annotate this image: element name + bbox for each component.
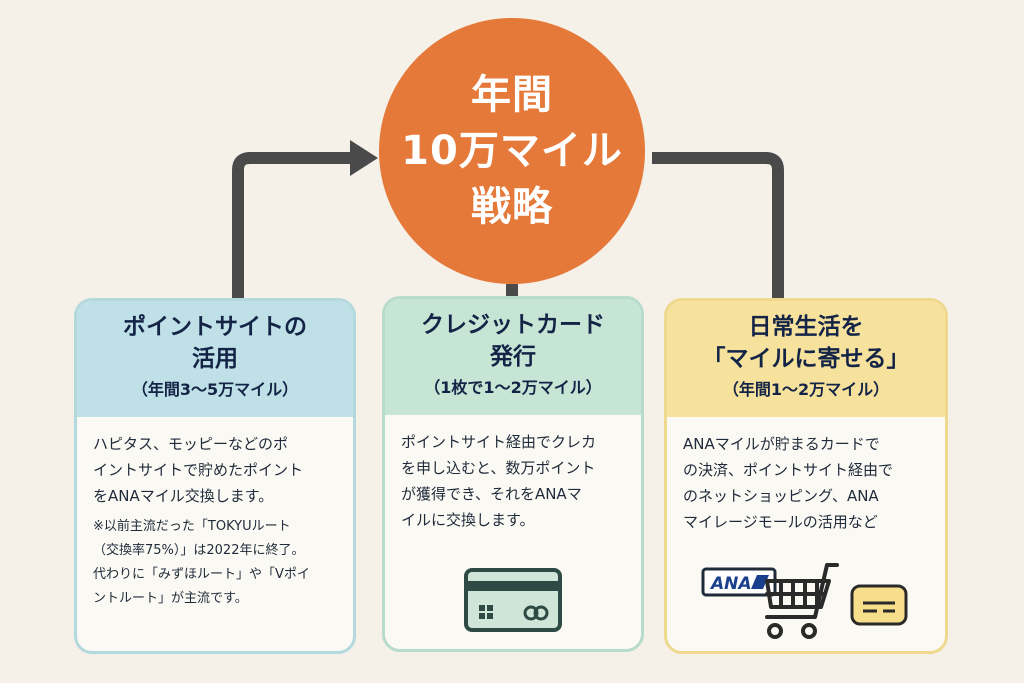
card-point-sites-header: ポイントサイトの 活用 （年間3〜5万マイル）: [77, 301, 353, 417]
hub-line-1: 年間: [471, 72, 553, 118]
card-point-sites-title-2: 活用: [192, 346, 238, 372]
ana-logo-icon: ANA: [701, 567, 777, 597]
strategy-hub: 年間 10万マイル 戦略: [379, 18, 645, 284]
card-daily-life-body: ANAマイルが貯まるカードで の決済、ポイントサイト経由で のネットショッピング…: [667, 417, 945, 535]
body-line: ポイントサイト経由でクレカ: [401, 433, 597, 451]
hub-line-3: 戦略: [471, 184, 553, 230]
note-line: ントルート」が主流です。: [93, 591, 248, 606]
card-point-sites-body: ハピタス、モッピーなどのポ イントサイトで貯めたポイント をANAマイル交換しま…: [77, 417, 353, 611]
body-line: ANAマイルが貯まるカードで: [683, 435, 880, 453]
connector-left: [232, 152, 352, 298]
card-point-sites-title-1: ポイントサイトの: [123, 314, 307, 340]
card-credit-card: クレジットカード 発行 （1枚で1〜2万マイル） ポイントサイト経由でクレカ を…: [382, 296, 644, 652]
card-point-sites-subtitle: （年間3〜5万マイル）: [131, 380, 299, 399]
shopping-cart-icon: [765, 563, 839, 639]
body-line: をANAマイル交換します。: [93, 487, 274, 505]
card-daily-life-title-2: 「マイルに寄せる」: [702, 346, 910, 372]
body-line: ハピタス、モッピーなどのポ: [93, 435, 289, 453]
card-daily-life: 日常生活を 「マイルに寄せる」 （年間1〜2万マイル） ANAマイルが貯まるカー…: [664, 298, 948, 654]
card-daily-life-title-1: 日常生活を: [748, 314, 864, 340]
card-point-sites: ポイントサイトの 活用 （年間3〜5万マイル） ハピタス、モッピーなどのポ イン…: [74, 298, 356, 654]
card-daily-life-subtitle: （年間1〜2万マイル）: [722, 380, 890, 399]
card-credit-card-title-1: クレジットカード: [421, 312, 605, 338]
note-line: ※以前主流だった「TOKYUルート: [93, 519, 291, 534]
card-credit-card-body: ポイントサイト経由でクレカ を申し込むと、数万ポイント が獲得でき、それをANA…: [385, 415, 641, 533]
card-credit-card-subtitle: （1枚で1〜2万マイル）: [424, 378, 602, 397]
body-line: イントサイトで貯めたポイント: [93, 461, 304, 479]
card-daily-life-header: 日常生活を 「マイルに寄せる」 （年間1〜2万マイル）: [667, 301, 945, 417]
arrow-head-icon: [350, 140, 378, 176]
body-line: が獲得でき、それをANAマ: [401, 485, 582, 503]
card-point-sites-note: ※以前主流だった「TOKYUルート （交換率75%）」は2022年に終了。 代わ…: [93, 515, 337, 611]
body-line: の決済、ポイントサイト経由で: [683, 461, 894, 479]
body-line: イルに交換します。: [401, 511, 535, 529]
card-credit-card-title-2: 発行: [490, 344, 536, 370]
credit-card-icon: [464, 568, 562, 632]
card-icon: [850, 584, 908, 626]
note-line: 代わりに「みずほルート」や「Vポイ: [93, 567, 310, 582]
hub-line-2: 10万マイル: [401, 128, 623, 174]
ana-logo-text: ANA: [709, 574, 752, 594]
card-credit-card-header: クレジットカード 発行 （1枚で1〜2万マイル）: [385, 299, 641, 415]
body-line: を申し込むと、数万ポイント: [401, 459, 596, 477]
body-line: マイレージモールの活用など: [683, 513, 878, 531]
body-line: のネットショッピング、ANA: [683, 487, 879, 505]
connector-right: [652, 152, 784, 298]
note-line: （交換率75%）」は2022年に終了。: [93, 543, 305, 558]
